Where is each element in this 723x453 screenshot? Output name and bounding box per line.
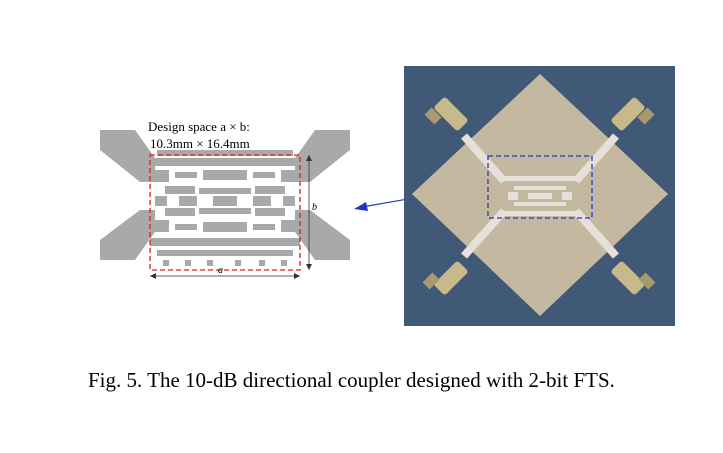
figure: Design space a × b: 10.3mm × 16.4mm a b: [100, 66, 675, 326]
feed-arm-top-left: [100, 130, 155, 182]
coupler-layout-diagram: [100, 130, 350, 279]
sma-connector-top-right: [611, 97, 655, 131]
fabricated-coupler-photo: [404, 66, 675, 326]
design-space-line1: Design space a × b:: [148, 119, 250, 134]
dimension-a-label: a: [218, 265, 223, 276]
design-space-box: [149, 154, 301, 271]
pixel-pattern: [150, 150, 300, 266]
design-space-line2: 10.3mm × 16.4mm: [150, 136, 250, 151]
sma-connector-top-left: [424, 97, 468, 131]
design-space-label: Design space a × b: 10.3mm × 16.4mm: [148, 118, 328, 152]
sma-connector-bottom-right: [611, 261, 656, 295]
dimension-b-label: b: [312, 202, 317, 213]
design-region-box: [487, 155, 593, 219]
figure-caption: Fig. 5. The 10-dB directional coupler de…: [88, 368, 615, 392]
feed-arm-bottom-left: [100, 210, 155, 260]
sma-connector-bottom-left: [422, 261, 468, 295]
